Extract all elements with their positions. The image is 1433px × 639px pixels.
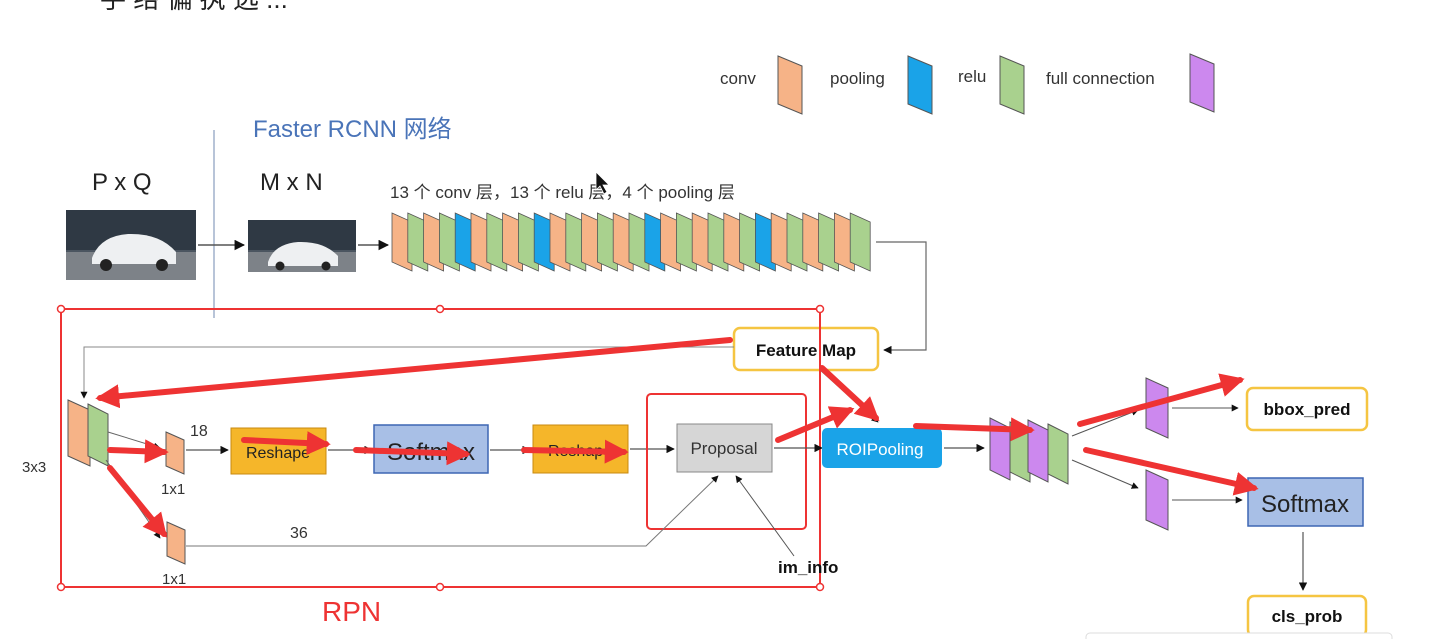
backbone-pooling-layer: [533, 212, 555, 272]
backbone-conv-layer: [423, 212, 445, 272]
feature-map-to-rpn-line: [80, 346, 734, 399]
backbone-pooling-layer: [644, 212, 666, 272]
corner-panel: [1085, 632, 1393, 639]
cls-fc-layer: [1145, 469, 1169, 531]
cls-conv-layer: [165, 431, 185, 475]
annotation-arrow-fm-to-roi: [819, 365, 880, 422]
annotation-arrow-to-softmax: [1083, 447, 1259, 496]
backbone-relu-layer: [565, 212, 587, 272]
annotation-arrow-softmax: [353, 441, 471, 466]
feature-map-label: Feature Map: [756, 341, 856, 360]
backbone-conv-layer: [834, 212, 855, 272]
backbone-relu-layer: [707, 212, 729, 272]
backbone-pooling-layer: [454, 212, 476, 272]
annotation-arrow-roi-to-fc: [913, 417, 1035, 442]
reg-conv-size-label: 1x1: [162, 571, 186, 588]
backbone-conv-layer: [612, 212, 634, 272]
backbone-caption: 13 个 conv 层，13 个 relu 层，4 个 pooling 层: [390, 183, 735, 202]
annotation-arrow-reshape1: [241, 431, 331, 456]
mouse-cursor-icon: [595, 171, 610, 195]
proposal-label: Proposal: [690, 439, 757, 458]
bbox-pred-box: [1245, 386, 1369, 432]
fc-relu-layer-2: [1047, 423, 1069, 485]
fc-to-bbox-fc-line: [1071, 409, 1139, 437]
backbone-relu-layer: [438, 212, 460, 272]
annotation-arrow-fm-to-rpn: [95, 337, 733, 409]
backbone-conv-layer: [802, 212, 824, 272]
bbox-pred-label: bbox_pred: [1264, 400, 1351, 419]
legend-relu-label: relu: [958, 67, 986, 86]
annotation-arrow-to-bbox: [1077, 373, 1245, 427]
output-softmax-label: Softmax: [1261, 491, 1349, 518]
resized-image: [248, 220, 356, 272]
proposal-box: [676, 423, 773, 473]
backbone-relu-layer: [739, 212, 760, 272]
backbone-relu-layer: [628, 212, 650, 272]
roi-pooling-label: ROIPooling: [837, 440, 924, 459]
backbone-relu-layer: [518, 212, 539, 272]
top-partial-heading: ⼿ 络 偏 执 选 ...: [100, 0, 288, 14]
backbone-relu-layer: [597, 212, 618, 272]
backbone-conv-layer: [470, 212, 492, 272]
backbone-conv-layer: [691, 212, 713, 272]
rpn-label: RPN: [322, 596, 381, 627]
resized-size-label: M x N: [260, 169, 323, 196]
legend-pooling-swatch: [907, 55, 933, 115]
reg-to-proposal-line: [186, 475, 719, 547]
bbox-fc-layer: [1145, 377, 1169, 439]
backbone-relu-layer: [676, 212, 697, 272]
legend: conv pooling relu full connection: [720, 53, 1215, 115]
backbone-relu-layer: [786, 212, 808, 272]
backbone-conv-layer: [549, 212, 571, 272]
cls-conv-size-label: 1x1: [161, 481, 185, 498]
reshape1-label: Reshape: [246, 445, 310, 462]
legend-conv-label: conv: [720, 69, 756, 88]
rpn-conv-size-label: 3x3: [22, 459, 46, 476]
feature-map-box: [732, 326, 880, 372]
im-info-label: im_info: [778, 558, 838, 577]
cls-prob-label: cls_prob: [1272, 607, 1343, 626]
backbone-relu-layer: [407, 212, 429, 272]
backbone-pooling-layer: [755, 212, 776, 272]
legend-conv-swatch: [777, 55, 803, 115]
input-image: [66, 210, 196, 280]
im-info-to-proposal-line: [735, 475, 795, 557]
legend-relu-swatch: [999, 55, 1025, 115]
rpn-conv-layer: [67, 399, 91, 467]
backbone-to-feature-map-line: [876, 241, 927, 355]
backbone-relu-layer: [818, 212, 839, 272]
rpn-to-cls-line: [107, 431, 161, 450]
diagram-title: Faster RCNN 网络: [253, 116, 452, 143]
backbone-conv-layer: [723, 212, 745, 272]
backbone-layers: [391, 212, 871, 272]
backbone-conv-layer: [770, 212, 792, 272]
backbone-conv-layer: [581, 212, 602, 272]
annotation-arrow-reshape2: [521, 439, 629, 464]
input-size-label: P x Q: [92, 169, 152, 196]
legend-fc-swatch: [1189, 53, 1215, 113]
annotation-arrow-proposal-to-roi: [775, 406, 855, 443]
annotation-arrow-rpn-to-cls: [107, 439, 169, 464]
fc-layer-1: [989, 417, 1011, 481]
backbone-conv-layer: [391, 212, 413, 272]
backbone-relu-layer: [849, 212, 871, 272]
legend-pooling-label: pooling: [830, 69, 885, 88]
backbone-conv-layer: [502, 212, 523, 272]
output-softmax-box: [1247, 477, 1364, 527]
roi-pooling-box: [822, 428, 942, 468]
cls-channels-label: 18: [190, 423, 208, 440]
rpn-relu-layer: [87, 403, 109, 467]
annotation-arrow-rpn-to-reg: [107, 465, 168, 538]
reg-conv-layer: [166, 521, 186, 565]
red-annotations: [95, 337, 1259, 538]
reg-channels-label: 36: [290, 525, 308, 542]
fc-to-cls-fc-line: [1071, 459, 1139, 489]
backbone-relu-layer: [486, 212, 508, 272]
backbone-conv-layer: [660, 212, 681, 272]
proposal-highlight: [646, 393, 807, 530]
legend-fc-label: full connection: [1046, 69, 1155, 88]
